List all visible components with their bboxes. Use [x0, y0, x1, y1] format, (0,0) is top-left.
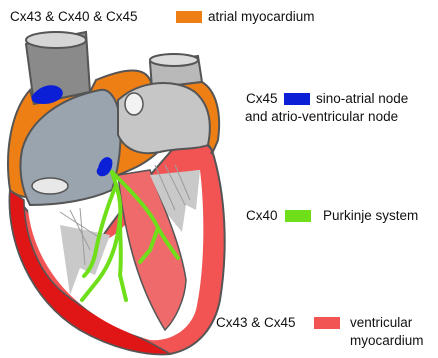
- nodes-legend-label-2: and atrio-ventricular node: [245, 108, 398, 125]
- nodes-legend-label-1: sino-atrial node: [316, 90, 408, 107]
- purkinje-legend-prefix: Cx40: [246, 207, 278, 224]
- atrial-myocardium-swatch: [176, 11, 202, 23]
- ventricular-legend-label-1: ventricular: [350, 314, 412, 331]
- nodes-legend-prefix: Cx45: [246, 90, 278, 107]
- purkinje-swatch: [285, 210, 311, 222]
- ventricular-legend-label-2: myocardium: [350, 332, 424, 349]
- ventricular-myocardium-swatch: [314, 317, 340, 329]
- ventricular-legend-prefix: Cx43 & Cx45: [216, 314, 296, 331]
- purkinje-legend-label: Purkinje system: [323, 207, 418, 224]
- nodes-swatch: [284, 93, 310, 105]
- coronary-sinus-opening: [32, 178, 68, 194]
- atrial-legend-label: atrial myocardium: [208, 8, 315, 25]
- pulmonary-vein-opening: [125, 93, 143, 115]
- atrial-legend-prefix: Cx43 & Cx40 & Cx45: [10, 8, 138, 25]
